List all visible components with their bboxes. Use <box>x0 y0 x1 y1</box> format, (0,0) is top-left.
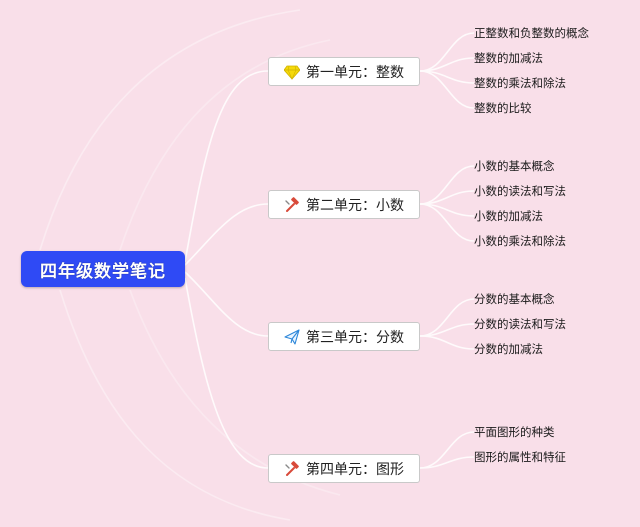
topic-item[interactable]: 小数的基本概念 <box>474 159 555 173</box>
topic-item[interactable]: 小数的加减法 <box>474 209 543 223</box>
topic-item[interactable]: 图形的属性和特征 <box>474 450 566 464</box>
topic-item[interactable]: 分数的读法和写法 <box>474 317 566 331</box>
connector-root-unit2 <box>184 203 269 266</box>
unit-label: 第二单元：小数 <box>306 197 404 214</box>
topic-item[interactable]: 分数的基本概念 <box>474 292 555 306</box>
topic-item[interactable]: 正整数和负整数的概念 <box>474 26 589 40</box>
paper-plane-icon <box>284 328 300 345</box>
unit-label: 第三单元：分数 <box>306 329 404 346</box>
unit-label: 第一单元：整数 <box>306 64 404 81</box>
topic-item[interactable]: 平面图形的种类 <box>474 425 555 439</box>
hammer-icon <box>284 196 300 213</box>
topic-item[interactable]: 分数的加减法 <box>474 342 543 356</box>
connector-root-unit3 <box>184 271 269 337</box>
topic-item[interactable]: 小数的读法和写法 <box>474 184 566 198</box>
connector-root-unit1 <box>184 70 269 263</box>
unit-node-1[interactable]: 第一单元：整数 <box>268 57 420 86</box>
connector-root-unit4 <box>184 277 269 469</box>
root-node[interactable]: 四年级数学笔记 <box>21 251 185 287</box>
unit-node-2[interactable]: 第二单元：小数 <box>268 190 420 219</box>
unit-label: 第四单元：图形 <box>306 461 404 478</box>
topic-item[interactable]: 整数的乘法和除法 <box>474 76 566 90</box>
topic-item[interactable]: 小数的乘法和除法 <box>474 234 566 248</box>
topic-item[interactable]: 整数的加减法 <box>474 51 543 65</box>
topic-item[interactable]: 整数的比较 <box>474 101 532 115</box>
unit-node-3[interactable]: 第三单元：分数 <box>268 322 420 351</box>
diamond-icon <box>284 64 300 80</box>
hammer-icon <box>284 460 300 477</box>
unit-node-4[interactable]: 第四单元：图形 <box>268 454 420 483</box>
